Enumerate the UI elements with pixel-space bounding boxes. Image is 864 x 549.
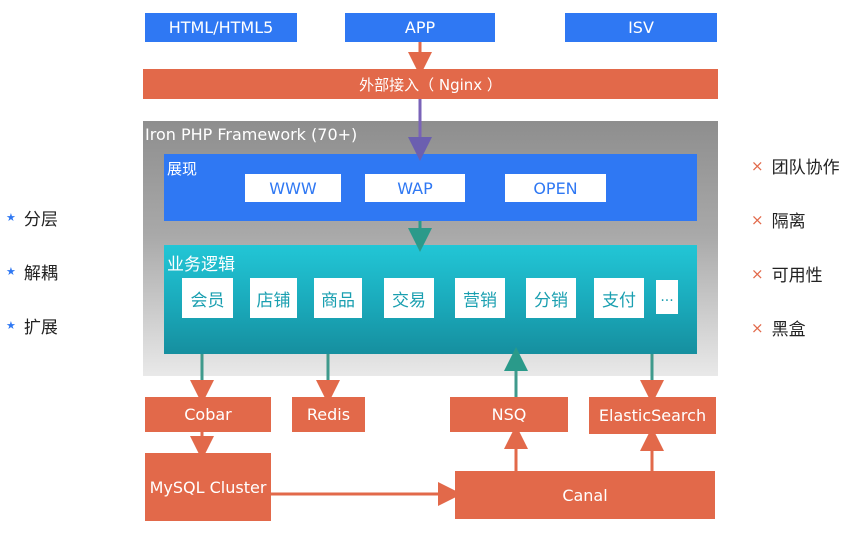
framework-title: Iron PHP Framework (70+) — [145, 125, 358, 144]
mysql-box: MySQL Cluster — [145, 453, 271, 521]
star-icon: ★ — [6, 319, 16, 332]
payment-tile: 支付 — [594, 278, 644, 318]
canal-label: Canal — [562, 485, 608, 505]
star-icon: ★ — [6, 211, 16, 224]
left-item-label: 扩展 — [23, 318, 58, 338]
html5-label: HTML/HTML5 — [168, 18, 274, 37]
cross-icon: × — [751, 210, 764, 229]
gateway-label: 外部接入（ Nginx ） — [359, 75, 502, 94]
cobar-label: Cobar — [184, 405, 232, 424]
html5-box: HTML/HTML5 — [145, 13, 297, 42]
open-tile: OPEN — [505, 174, 606, 202]
right-item-label: 团队协作 — [771, 158, 840, 178]
right-item-collaboration: × 团队协作 — [751, 153, 840, 179]
right-item-isolation: × 隔离 — [751, 207, 806, 233]
app-box: APP — [345, 13, 495, 42]
cross-icon: × — [751, 156, 764, 175]
trade-tile: 交易 — [384, 278, 434, 318]
left-item-decoupling: ★ 解耦 — [6, 259, 58, 284]
more-tile: ... — [656, 280, 678, 314]
goods-tile: 商品 — [314, 278, 362, 318]
star-icon: ★ — [6, 265, 16, 278]
app-label: APP — [404, 18, 436, 37]
right-item-label: 可用性 — [771, 266, 823, 286]
gateway-bar: 外部接入（ Nginx ） — [143, 69, 718, 99]
left-item-extension: ★ 扩展 — [6, 313, 58, 338]
marketing-tile: 营销 — [455, 278, 505, 318]
redis-label: Redis — [306, 405, 351, 424]
right-item-label: 黑盒 — [771, 320, 806, 340]
left-item-label: 分层 — [23, 210, 58, 230]
www-tile: WWW — [245, 174, 341, 202]
right-item-availability: × 可用性 — [751, 261, 823, 287]
es-label: ElasticSearch — [598, 406, 707, 425]
nsq-box: NSQ — [450, 397, 568, 432]
nsq-label: NSQ — [491, 405, 527, 424]
left-item-label: 解耦 — [23, 264, 58, 284]
member-tile: 会员 — [182, 278, 233, 318]
cross-icon: × — [751, 264, 764, 283]
isv-box: ISV — [565, 13, 717, 42]
isv-label: ISV — [628, 18, 654, 37]
canal-box: Canal — [455, 471, 715, 519]
presentation-label: 展现 — [167, 160, 198, 178]
left-item-layering: ★ 分层 — [6, 205, 58, 230]
wap-tile: WAP — [365, 174, 465, 202]
distribution-tile: 分销 — [526, 278, 576, 318]
right-item-blackbox: × 黑盒 — [751, 315, 806, 341]
business-label: 业务逻辑 — [167, 255, 235, 275]
cross-icon: × — [751, 318, 764, 337]
mysql-label: MySQL Cluster — [149, 477, 267, 497]
right-item-label: 隔离 — [771, 212, 806, 232]
redis-box: Redis — [292, 397, 365, 432]
shop-tile: 店铺 — [250, 278, 297, 318]
